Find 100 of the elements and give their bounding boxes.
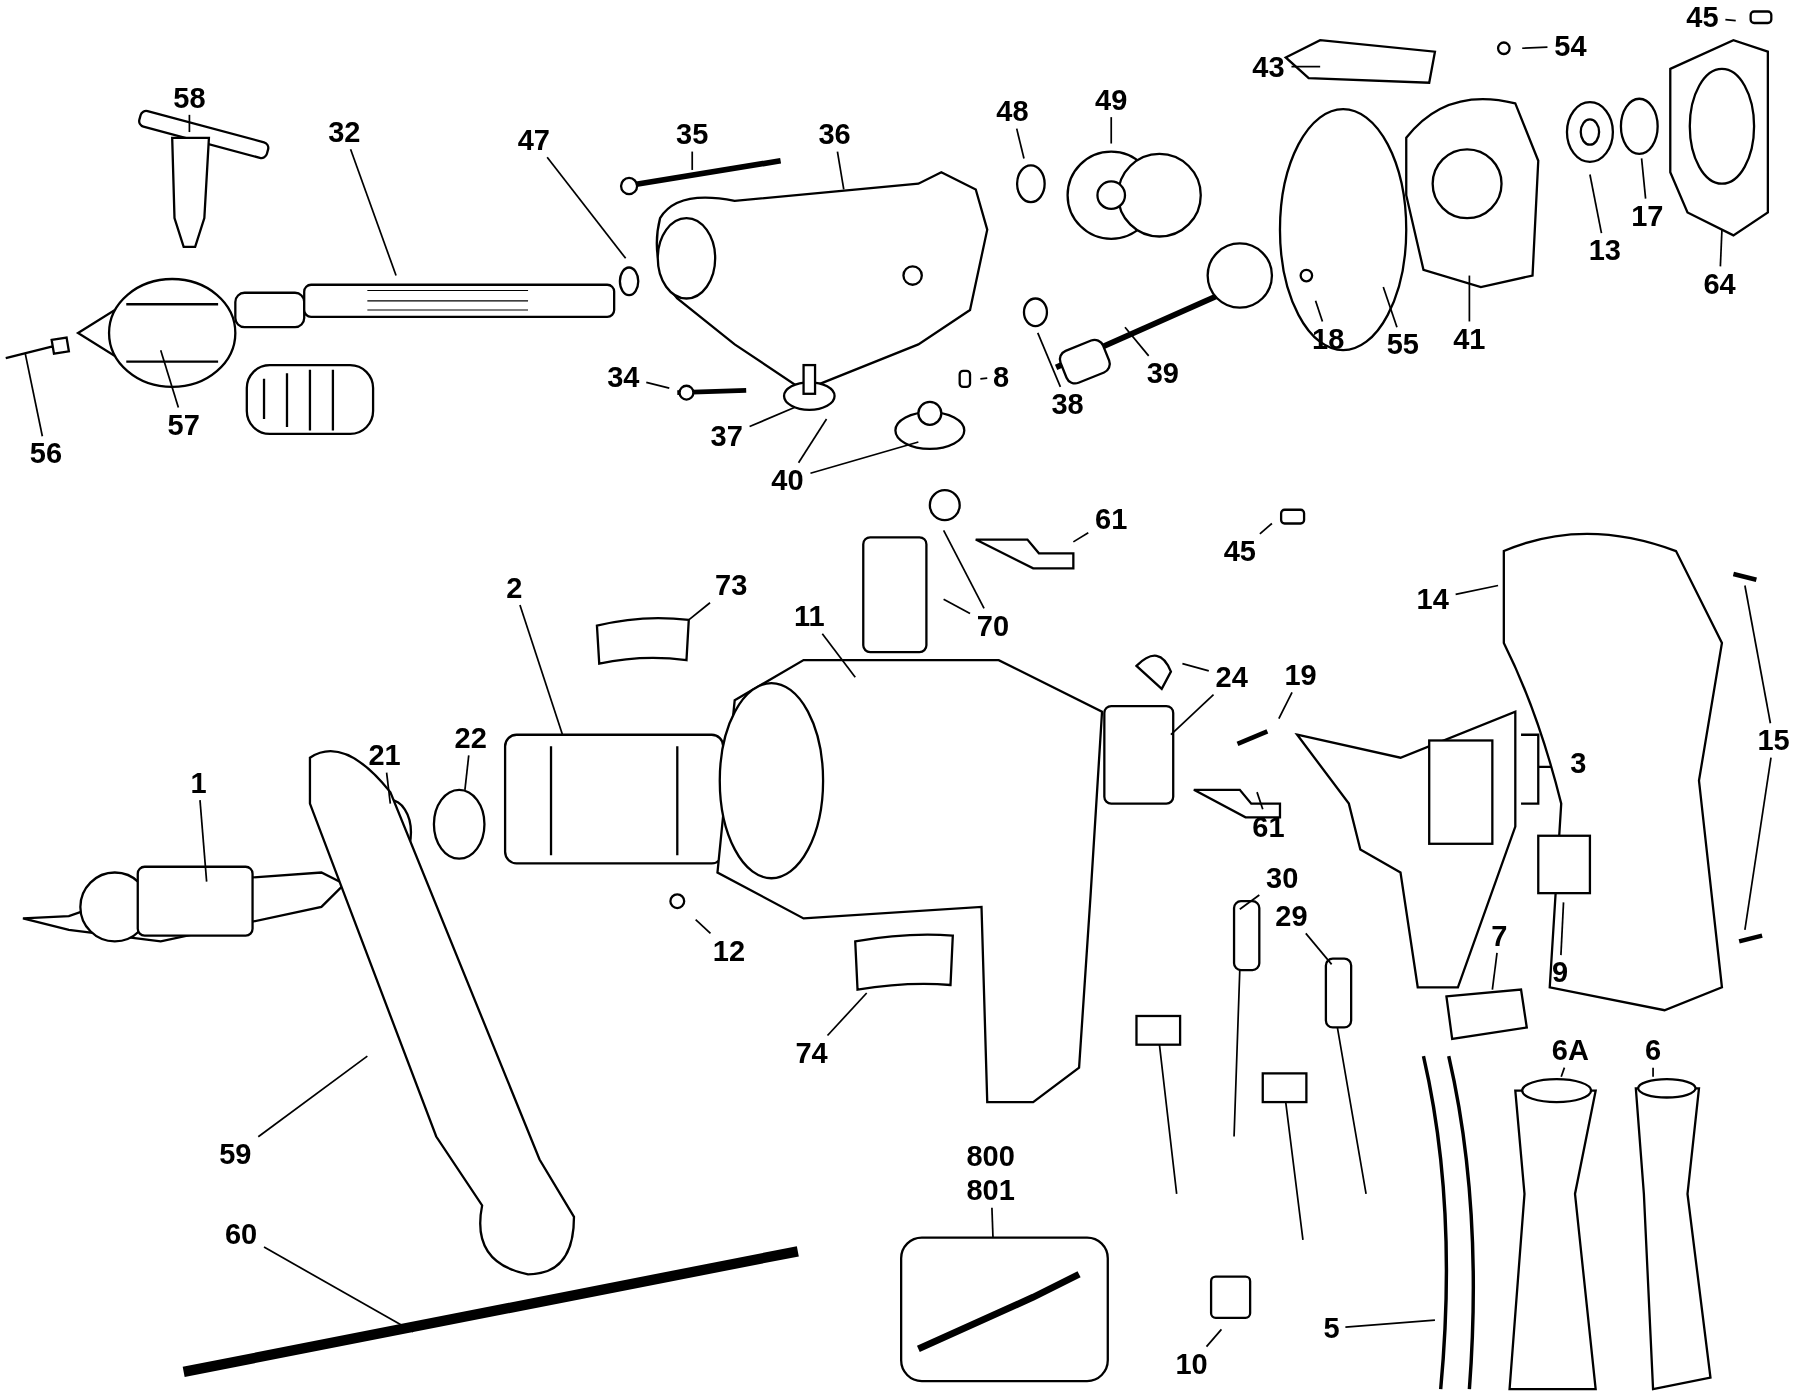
leader-line bbox=[1724, 18, 1737, 22]
leader-line bbox=[821, 632, 857, 679]
callout-number: 60 bbox=[224, 1217, 258, 1252]
leader-line bbox=[826, 992, 868, 1037]
leader-line bbox=[257, 1055, 369, 1138]
leader-line bbox=[1256, 791, 1264, 811]
callout-number: 57 bbox=[167, 407, 200, 442]
callout-number: 35 bbox=[676, 117, 709, 152]
callout-number: 54 bbox=[1554, 28, 1587, 63]
leader-line bbox=[1170, 693, 1215, 736]
leader-line bbox=[1304, 932, 1333, 966]
leader-line bbox=[1589, 173, 1603, 234]
leader-line bbox=[1454, 584, 1499, 596]
leader-line bbox=[1181, 662, 1210, 672]
leader-line bbox=[1277, 691, 1293, 720]
callout-number: 39 bbox=[1146, 356, 1179, 391]
callout-number: 61 bbox=[1095, 501, 1128, 536]
leader-line bbox=[1382, 286, 1398, 329]
leader-line bbox=[1744, 584, 1772, 725]
leader-line bbox=[645, 381, 671, 389]
leader-line bbox=[1110, 116, 1113, 145]
leader-line bbox=[836, 150, 845, 191]
callout-number: 48 bbox=[996, 94, 1029, 129]
callout-number: 47 bbox=[517, 123, 550, 158]
callout-number: 19 bbox=[1284, 658, 1317, 692]
callout-number: 45 bbox=[1686, 0, 1719, 35]
leader-line bbox=[1072, 531, 1090, 543]
callout-number: 10 bbox=[1175, 1346, 1208, 1381]
leader-line bbox=[263, 1246, 415, 1333]
callout-number: 800 bbox=[966, 1139, 1015, 1174]
callout-number: 36 bbox=[818, 117, 851, 152]
leader-line bbox=[188, 114, 191, 133]
leader-line bbox=[385, 771, 392, 805]
callout-number: 2 bbox=[506, 570, 523, 605]
leader-line bbox=[797, 418, 828, 464]
callout-number: 6 bbox=[1645, 1033, 1662, 1068]
callout-number: 55 bbox=[1386, 327, 1419, 362]
leader-line bbox=[519, 604, 564, 736]
callout-number: 32 bbox=[328, 115, 361, 149]
callout-number: 34 bbox=[607, 359, 640, 394]
leader-line bbox=[942, 598, 971, 615]
callout-number: 3 bbox=[1570, 746, 1587, 781]
callout-number: 70 bbox=[976, 608, 1010, 643]
leader-line bbox=[199, 799, 208, 883]
leader-line bbox=[1744, 756, 1772, 931]
leader-line bbox=[1652, 1066, 1654, 1078]
leader-line bbox=[809, 441, 920, 475]
callout-number: 18 bbox=[1312, 321, 1345, 356]
callout-number: 73 bbox=[715, 568, 748, 603]
callout-number: 37 bbox=[710, 419, 743, 454]
callout-number: 22 bbox=[454, 721, 487, 756]
leader-line bbox=[1468, 274, 1471, 323]
leader-line bbox=[1036, 332, 1062, 388]
leader-line bbox=[1640, 157, 1647, 200]
leader-line bbox=[942, 529, 985, 610]
leader-line bbox=[24, 352, 44, 438]
callout-number: 21 bbox=[368, 738, 401, 773]
callout-number: 1 bbox=[190, 765, 207, 800]
leader-line bbox=[1314, 299, 1324, 323]
leader-line bbox=[687, 601, 711, 621]
callout-number: 6A bbox=[1551, 1033, 1589, 1068]
callout-number: 45 bbox=[1223, 534, 1256, 568]
leader-line bbox=[748, 406, 796, 428]
leader-line bbox=[694, 918, 712, 935]
callout-number: 14 bbox=[1416, 582, 1449, 617]
callout-number: 61 bbox=[1252, 809, 1285, 844]
leader-line bbox=[1124, 326, 1150, 357]
callout-number: 5 bbox=[1323, 1311, 1340, 1346]
leader-line bbox=[546, 156, 627, 260]
callout-number: 24 bbox=[1215, 660, 1248, 695]
leader-line bbox=[159, 349, 180, 409]
leader-line bbox=[1259, 522, 1273, 535]
callout-number: 12 bbox=[712, 933, 746, 968]
callout-number: 38 bbox=[1051, 387, 1084, 422]
leader-line bbox=[464, 754, 470, 791]
callout-number: 41 bbox=[1453, 321, 1486, 356]
leader-line bbox=[1015, 127, 1025, 160]
callout-number: 8 bbox=[992, 359, 1010, 394]
callout-number: 29 bbox=[1275, 899, 1308, 934]
leader-line bbox=[1491, 952, 1498, 991]
leader-line bbox=[1290, 65, 1321, 68]
leader-line bbox=[1205, 1328, 1223, 1348]
callout-number: 43 bbox=[1252, 49, 1285, 84]
callout-number: 801 bbox=[966, 1173, 1015, 1208]
callout-number: 56 bbox=[29, 436, 63, 471]
leader-line bbox=[1719, 228, 1723, 268]
leader-line bbox=[691, 150, 694, 171]
leader-line bbox=[349, 148, 397, 277]
callout-number: 30 bbox=[1266, 861, 1299, 896]
leader-line bbox=[979, 377, 989, 380]
callout-number: 74 bbox=[795, 1035, 828, 1070]
callout-number: 17 bbox=[1631, 198, 1664, 233]
callout-number: 49 bbox=[1095, 82, 1128, 117]
callout-number: 15 bbox=[1757, 723, 1790, 758]
callout-number: 11 bbox=[793, 599, 825, 634]
leader-line bbox=[1560, 1066, 1566, 1078]
leader-line bbox=[991, 1206, 994, 1239]
callout-number: 64 bbox=[1703, 266, 1736, 301]
callout-number: 9 bbox=[1552, 955, 1569, 990]
callout-number: 13 bbox=[1588, 233, 1621, 268]
